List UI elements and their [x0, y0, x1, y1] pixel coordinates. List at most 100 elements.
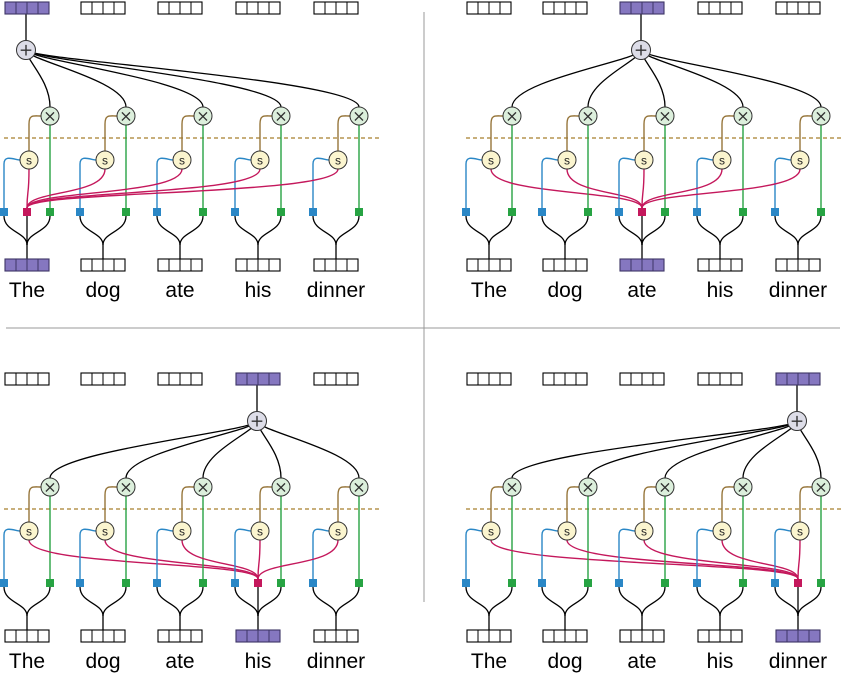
word-label: dinner: [769, 279, 827, 302]
score-label: s: [564, 525, 570, 539]
plus-icon: +: [250, 412, 264, 432]
query-connection: [641, 168, 723, 209]
score-circle: [19, 521, 39, 541]
value-square: [277, 579, 285, 587]
input-branch-key: [234, 215, 259, 259]
score-label: s: [719, 154, 725, 168]
value-square: [584, 579, 592, 587]
aggregate-connection: [511, 49, 642, 108]
key-square: [538, 208, 546, 216]
input-vector-1: [4, 629, 50, 643]
input-branch-key: [465, 215, 490, 259]
word-label: dog: [85, 650, 120, 673]
key-connection: [156, 157, 174, 208]
query-connection: [643, 539, 799, 580]
word-label: ate: [627, 279, 656, 302]
query-connection: [26, 168, 339, 209]
multiply-circle: [733, 477, 753, 497]
output-vector-5: [775, 1, 821, 15]
value-square: [584, 208, 592, 216]
score-circle: [634, 521, 654, 541]
score-circle: [712, 521, 732, 541]
input-branch-key: [618, 586, 643, 630]
score-node: s: [481, 521, 501, 541]
word-label: dinner: [307, 650, 365, 673]
score-label: s: [797, 154, 803, 168]
key-square: [693, 208, 701, 216]
multiply-node: ×: [655, 477, 675, 497]
score-circle: [790, 521, 810, 541]
key-square: [0, 579, 8, 587]
input-branch-value: [335, 215, 360, 246]
score-label: s: [26, 525, 32, 539]
weight-connection: [181, 115, 195, 151]
key-connection: [3, 528, 21, 579]
input-branch-value: [719, 215, 744, 246]
aggregate-connection: [511, 420, 798, 479]
input-branch-key: [156, 215, 181, 259]
query-connection: [641, 168, 645, 209]
score-circle: [250, 521, 270, 541]
score-circle: [328, 150, 348, 170]
query-connection: [566, 539, 799, 580]
multiply-node: ×: [502, 106, 522, 126]
value-square: [817, 579, 825, 587]
weight-connection: [643, 115, 657, 151]
key-square: [231, 208, 239, 216]
value-square: [817, 208, 825, 216]
input-branch-value: [797, 215, 822, 246]
multiply-node: ×: [655, 106, 675, 126]
score-label: s: [564, 154, 570, 168]
multiply-icon: ×: [658, 107, 671, 126]
score-label: s: [488, 525, 494, 539]
value-square: [122, 579, 130, 587]
sum-circle: [247, 411, 267, 431]
query-connection: [28, 539, 259, 580]
multiply-circle: [349, 477, 369, 497]
score-label: s: [179, 154, 185, 168]
score-circle: [557, 521, 577, 541]
weight-connection: [104, 486, 118, 522]
value-square: [508, 579, 516, 587]
query-connection: [26, 168, 30, 209]
aggregate-connection: [640, 49, 822, 108]
multiply-circle: [40, 477, 60, 497]
query-connection: [104, 539, 259, 580]
score-node: s: [250, 521, 270, 541]
weight-connection: [490, 115, 504, 151]
score-circle: [481, 150, 501, 170]
multiply-icon: ×: [736, 478, 749, 497]
input-vector-4: [235, 629, 281, 643]
value-square: [46, 208, 54, 216]
score-label: s: [641, 525, 647, 539]
key-square: [309, 579, 317, 587]
key-connection: [541, 528, 559, 579]
weight-connection: [181, 486, 195, 522]
output-vector-5: [313, 372, 359, 386]
input-vector-3: [619, 629, 665, 643]
key-square: [615, 208, 623, 216]
output-vector-1: [4, 1, 50, 15]
score-circle: [328, 521, 348, 541]
query-connection: [26, 168, 183, 209]
input-branch-value: [179, 215, 204, 246]
word-label: dog: [547, 279, 582, 302]
score-node: s: [19, 150, 39, 170]
multiply-circle: [578, 477, 598, 497]
query-connection: [257, 539, 339, 580]
query-connection: [566, 168, 643, 209]
key-square: [615, 579, 623, 587]
multiply-node: ×: [578, 106, 598, 126]
input-branch-key: [79, 586, 104, 630]
weight-connection: [799, 486, 813, 522]
score-label: s: [257, 154, 263, 168]
multiply-node: ×: [271, 106, 291, 126]
input-branch-key: [3, 586, 28, 630]
word-label: his: [245, 650, 272, 673]
input-vector-3: [157, 629, 203, 643]
key-connection: [234, 157, 252, 208]
input-branch-key: [774, 586, 799, 630]
score-node: s: [481, 150, 501, 170]
